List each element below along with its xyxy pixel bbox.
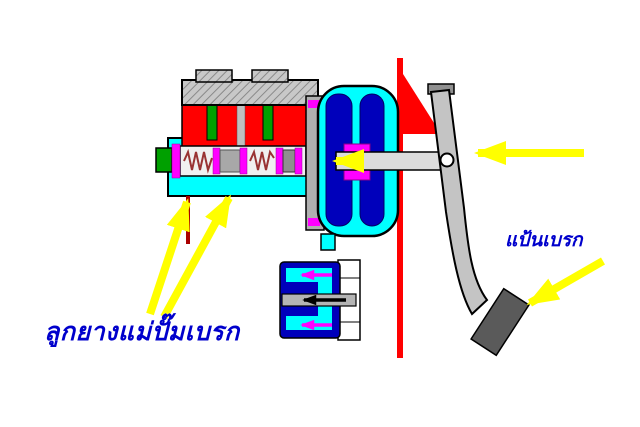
- reservoir-divider: [236, 103, 246, 148]
- pedal-pad-callout-arrow: [526, 257, 605, 307]
- valve-inset-group: [276, 256, 364, 344]
- fluid-reservoir: [181, 103, 319, 148]
- seal-callout-arrow-2: [160, 194, 233, 319]
- clevis-pin-hole: [439, 152, 455, 168]
- cup-seal-4: [294, 147, 303, 175]
- right-filler-cap: [251, 69, 289, 83]
- outlet-fitting: [155, 147, 173, 173]
- end-seal: [171, 143, 181, 179]
- reservoir-cover: [181, 79, 319, 106]
- secondary-spring: [249, 148, 275, 171]
- seal-callout-arrow-1: [146, 198, 191, 316]
- primary-spring: [183, 148, 213, 174]
- brake-pedal-label: แป้นเบรก: [505, 229, 583, 251]
- cup-seal-1: [212, 147, 221, 175]
- firewall-group: [397, 58, 441, 358]
- firewall-line: [397, 58, 403, 358]
- cup-seal-2: [239, 147, 248, 175]
- mount-seal-top: [308, 100, 320, 108]
- vacuum-port: [320, 233, 336, 251]
- left-filler-cap: [195, 69, 233, 83]
- primary-piston: [282, 149, 296, 173]
- cup-seal-3: [275, 147, 284, 175]
- mount-seal-bottom: [308, 218, 320, 226]
- secondary-piston: [219, 149, 241, 173]
- pedal-pad: [470, 287, 530, 357]
- callout-arrows: [146, 141, 605, 319]
- pedal-arm: [429, 88, 489, 316]
- pedal-bracket-wedge: [403, 74, 441, 134]
- master-cylinder-cups-label: ลูกยางแม่ปั๊มเบรก: [44, 317, 240, 346]
- pedal-group: [427, 83, 530, 357]
